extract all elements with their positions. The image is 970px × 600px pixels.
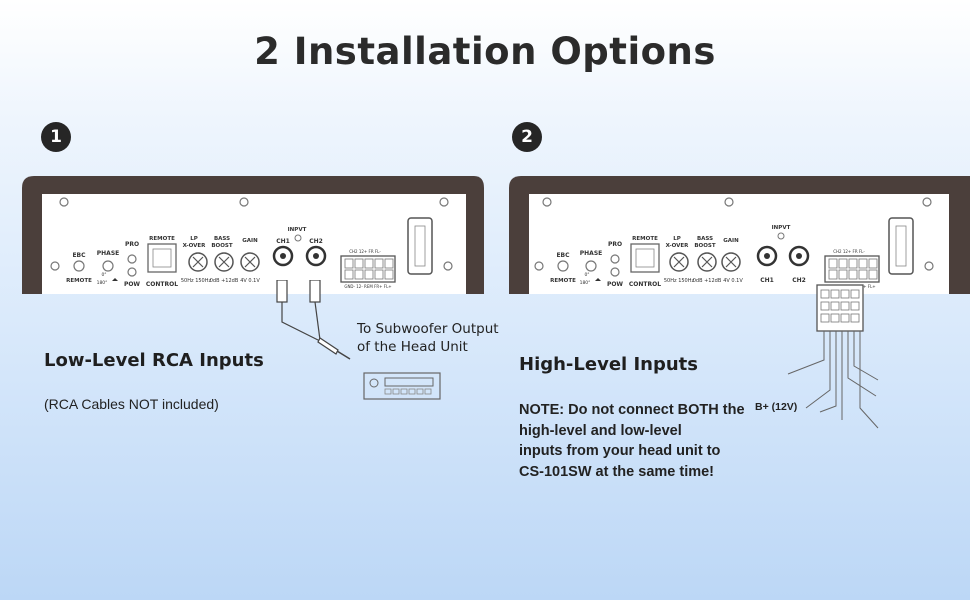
remote-port-label: REMOTE xyxy=(632,236,658,242)
gain-knob xyxy=(721,252,741,272)
high-level-harness xyxy=(787,284,879,429)
pow-led xyxy=(610,267,620,277)
warning-line-2: high-level and low-level xyxy=(519,422,682,439)
phase-0-label: 0° xyxy=(101,272,106,278)
xover-label: X-OVER xyxy=(183,243,207,249)
gain-knob xyxy=(240,252,260,272)
control-label: CONTROL xyxy=(146,281,178,288)
remote-port-label: REMOTE xyxy=(149,236,175,242)
connector-bottom-label: GND- 12- REM FR+ FL+ xyxy=(344,284,391,289)
ch2-label: CH2 xyxy=(792,277,806,284)
lp-label: LP xyxy=(190,236,198,242)
screw-icon xyxy=(439,197,449,207)
bass-boost-knob xyxy=(697,252,717,272)
phase-arrow-icon xyxy=(595,278,601,281)
bass-label: BASS xyxy=(697,236,713,242)
fuse-slot xyxy=(888,217,914,275)
pro-label: PRO xyxy=(125,241,139,248)
remote-label: REMOTE xyxy=(66,278,92,284)
screw-icon xyxy=(443,261,453,271)
input-label: INPVT xyxy=(772,225,791,231)
xover-label: X-OVER xyxy=(666,243,690,249)
high-level-connector xyxy=(340,255,396,283)
harness-plug xyxy=(816,284,864,332)
bass-range-label: 0dB +12dB xyxy=(693,278,722,284)
callout-line-2: of the Head Unit xyxy=(357,339,468,355)
input-led xyxy=(777,232,785,240)
lp-label: LP xyxy=(673,236,681,242)
ch1-label: CH1 xyxy=(276,238,290,245)
ebc-label: EBC xyxy=(72,252,86,259)
remote-label: REMOTE xyxy=(550,278,576,284)
bass-range-label: 0dB +12dB xyxy=(210,278,239,284)
phase-label: PHASE xyxy=(97,250,119,257)
bass-boost-knob xyxy=(214,252,234,272)
callout-subwoofer-output: To Subwoofer Output of the Head Unit xyxy=(357,320,499,356)
pow-label: POW xyxy=(124,281,140,288)
phase-switch xyxy=(102,260,114,272)
lp-xover-knob xyxy=(188,252,208,272)
input-led xyxy=(294,234,302,242)
input-label: INPVT xyxy=(288,227,307,233)
lp-xover-knob xyxy=(669,252,689,272)
connector-top-label: CH2 12+ FR FL- xyxy=(833,249,865,254)
lp-range-label: 50Hz 150Hz xyxy=(181,278,212,284)
option-2-badge: 2 xyxy=(512,122,542,152)
remote-control-port xyxy=(147,243,177,273)
ebc-port xyxy=(73,260,85,272)
gain-label: GAIN xyxy=(242,238,258,244)
rca-plug-icon xyxy=(317,337,339,355)
pro-led xyxy=(127,254,137,264)
callout-line-1: To Subwoofer Output xyxy=(357,321,499,337)
warning-line-1: NOTE: Do not connect BOTH the xyxy=(519,402,745,418)
page-title: 2 Installation Options xyxy=(254,30,716,73)
b-plus-wire-label: B+ (12V) xyxy=(755,401,798,413)
screw-icon xyxy=(50,261,60,271)
bass-label: BASS xyxy=(214,236,230,242)
high-level-connector xyxy=(824,255,880,283)
control-label: CONTROL xyxy=(629,281,661,288)
boost-label: BOOST xyxy=(211,243,233,249)
pro-label: PRO xyxy=(608,241,622,248)
screw-icon xyxy=(534,261,544,271)
pow-led xyxy=(127,267,137,277)
gain-range-label: 4V 0.1V xyxy=(240,278,260,284)
option-1-heading: Low-Level RCA Inputs xyxy=(44,350,264,371)
ch1-label: CH1 xyxy=(760,277,774,284)
screw-icon xyxy=(724,197,734,207)
remote-control-port xyxy=(630,243,660,273)
option-2-warning: NOTE: Do not connect BOTH the high-level… xyxy=(519,400,759,482)
option-2-heading: High-Level Inputs xyxy=(519,354,698,375)
boost-label: BOOST xyxy=(694,243,716,249)
screw-icon xyxy=(239,197,249,207)
gain-range-label: 4V 0.1V xyxy=(723,278,743,284)
ch2-label: CH2 xyxy=(309,238,323,245)
phase-label: PHASE xyxy=(580,250,602,257)
phase-180-label: 180° xyxy=(580,280,591,286)
amplifier-panel-2: EBC REMOTE PHASE 0° 180° PRO POW REMOTE … xyxy=(509,176,970,294)
rca-cable xyxy=(276,280,351,360)
fuse-slot xyxy=(407,217,433,275)
screw-icon xyxy=(922,197,932,207)
phase-arrow-icon xyxy=(112,278,118,281)
pow-label: POW xyxy=(607,281,623,288)
connector-top-label: CH2 12+ FR FL- xyxy=(349,249,381,254)
head-unit-icon xyxy=(363,372,441,400)
amplifier-panel-1: EBC REMOTE PHASE 0° 180° PRO POW REMOTE … xyxy=(22,176,484,294)
screw-icon xyxy=(542,197,552,207)
lp-range-label: 50Hz 150Hz xyxy=(664,278,695,284)
phase-180-label: 180° xyxy=(97,280,108,286)
option-1-badge: 1 xyxy=(41,122,71,152)
pro-led xyxy=(610,254,620,264)
ebc-label: EBC xyxy=(556,252,570,259)
phase-0-label: 0° xyxy=(584,272,589,278)
warning-line-4: CS-101SW at the same time! xyxy=(519,463,715,480)
screw-icon xyxy=(59,197,69,207)
option-1-note: (RCA Cables NOT included) xyxy=(44,396,219,412)
gain-label: GAIN xyxy=(723,238,739,244)
screw-icon xyxy=(924,261,934,271)
warning-line-3: inputs from your head unit to xyxy=(519,443,721,459)
ebc-port xyxy=(557,260,569,272)
phase-switch xyxy=(585,260,597,272)
